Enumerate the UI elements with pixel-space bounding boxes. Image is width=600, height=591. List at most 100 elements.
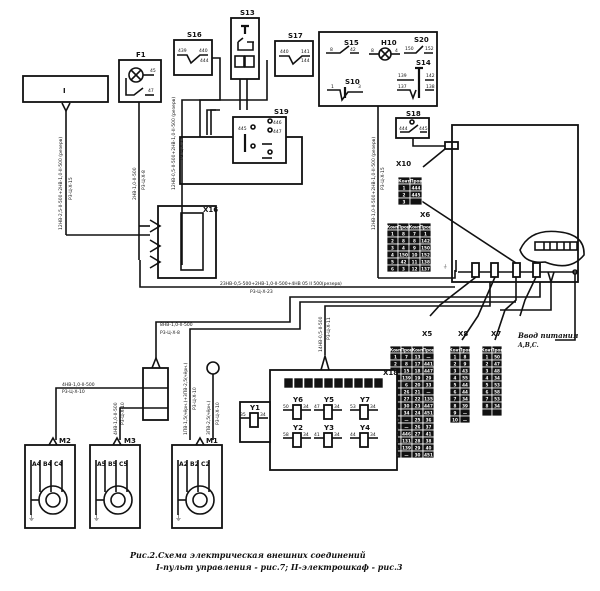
svg-text:4: 4 <box>395 48 398 54</box>
cell-value: 8 <box>402 239 405 244</box>
cell-value: Конт <box>481 348 493 353</box>
cell-value: Пров <box>459 348 471 353</box>
cell-value: 7 <box>413 232 416 237</box>
cell-value: Конт <box>387 225 399 230</box>
cell-value: Конт <box>449 348 461 353</box>
cell-value: 2 <box>486 362 489 367</box>
terminal <box>323 377 334 389</box>
cell-value: 34 <box>494 404 500 409</box>
svg-text:S10: S10 <box>345 78 360 86</box>
cell-value: 8 <box>486 404 489 409</box>
cell-value: 7 <box>454 397 457 402</box>
cell-value: 1 <box>424 232 427 237</box>
svg-text:A4: A4 <box>32 461 41 468</box>
svg-text:M2: M2 <box>59 437 71 445</box>
lamp-F1: F1 45 47 2НВ-1,0-II-500 Р3-Ц-Х-8 <box>118 51 162 260</box>
cell-value: 23 <box>415 404 421 409</box>
power-input-label: Ввод питания <box>517 331 579 340</box>
cell-value: Конт <box>398 179 410 184</box>
cell-value: 28 <box>415 439 421 444</box>
switch-S17: S17 440 141 144 <box>274 32 314 77</box>
cell-value: 9 <box>413 246 416 251</box>
cell-value: 451 <box>424 411 433 416</box>
cell-value: 37 <box>426 425 432 430</box>
svg-text:X8: X8 <box>458 330 468 338</box>
cell-value: 4 <box>402 246 405 251</box>
cell-value: 6 <box>486 390 489 395</box>
svg-text:Р3-Ц-Х-10: Р3-Ц-Х-10 <box>62 389 85 395</box>
cell-value: Конт <box>390 348 402 353</box>
svg-text:440: 440 <box>199 48 208 54</box>
svg-text:141: 141 <box>301 49 310 55</box>
svg-text:Y4: Y4 <box>359 424 370 432</box>
cell-value: 13 <box>415 355 421 360</box>
svg-text:445: 445 <box>238 126 247 132</box>
cell-value: Пров <box>397 225 409 230</box>
cell-value: 2 <box>454 362 457 367</box>
svg-text:C4: C4 <box>54 461 63 468</box>
cell-value: 152 <box>421 253 430 258</box>
cell-value: 8 <box>454 404 457 409</box>
cell-value: 2 <box>394 362 397 367</box>
switch-S13: S13 <box>230 9 260 110</box>
svg-text:Р3-Ц-Х-11: Р3-Ц-Х-11 <box>326 317 332 340</box>
svg-text:45: 45 <box>150 68 156 74</box>
cell-value: 10 <box>412 253 418 258</box>
svg-text:A2: A2 <box>179 461 188 468</box>
svg-text:⏚: ⏚ <box>93 514 100 522</box>
cell-value: Пров <box>491 348 503 353</box>
svg-text:44: 44 <box>350 432 356 438</box>
svg-text:447: 447 <box>273 129 282 135</box>
table-cell <box>491 408 503 417</box>
cell-value: — <box>463 411 467 416</box>
svg-text:I: I <box>63 87 66 95</box>
terminal <box>293 377 304 389</box>
cell-value: 29 <box>415 446 421 451</box>
cell-value: 137 <box>421 267 430 272</box>
cell-value: 50 <box>494 355 500 360</box>
cell-value: 53 <box>494 383 500 388</box>
cell-value: 447 <box>424 369 433 374</box>
cell-value: 27 <box>415 432 421 437</box>
svg-text:58: 58 <box>283 432 289 438</box>
cell-value: 4 <box>391 253 394 258</box>
svg-text:M3: M3 <box>124 437 136 445</box>
cable-label: Р3-Ц-Х-15 <box>68 177 74 200</box>
switch-S18: S18 444 445 <box>395 110 459 150</box>
cell-value: 131 <box>402 439 411 444</box>
cell-value: 5 <box>454 383 457 388</box>
cell-value: 8 <box>413 239 416 244</box>
cell-value: 15 <box>404 369 410 374</box>
cell-value: 42 <box>401 260 407 265</box>
cell-value: 41 <box>426 432 432 437</box>
cell-value: 39 <box>462 404 468 409</box>
svg-text:34: 34 <box>260 412 266 418</box>
figure-legend: I-пульт управления - рис.7; II-электрошк… <box>155 562 403 572</box>
cell-value: 40 <box>426 446 432 451</box>
valve-block-X18: X18 <box>239 353 398 471</box>
cabinet-II: ⏚ <box>443 124 585 285</box>
svg-text:3: 3 <box>358 84 361 90</box>
cell-value: 17 <box>415 362 421 367</box>
cell-value: 135 <box>424 397 433 402</box>
svg-text:⏚: ⏚ <box>28 514 35 522</box>
cell-value: 3 <box>403 200 406 205</box>
svg-text:47: 47 <box>314 404 320 410</box>
cell-value: 29 <box>426 376 432 381</box>
cell-value: 34 <box>404 411 410 416</box>
svg-text:152: 152 <box>425 46 434 52</box>
svg-text:S13: S13 <box>240 9 255 17</box>
svg-text:446: 446 <box>273 120 282 126</box>
cell-value: 150 <box>399 253 408 258</box>
svg-text:47: 47 <box>148 88 154 94</box>
cell-value: 444 <box>412 186 421 191</box>
svg-text:1: 1 <box>331 84 334 90</box>
svg-text:X6: X6 <box>420 211 430 219</box>
